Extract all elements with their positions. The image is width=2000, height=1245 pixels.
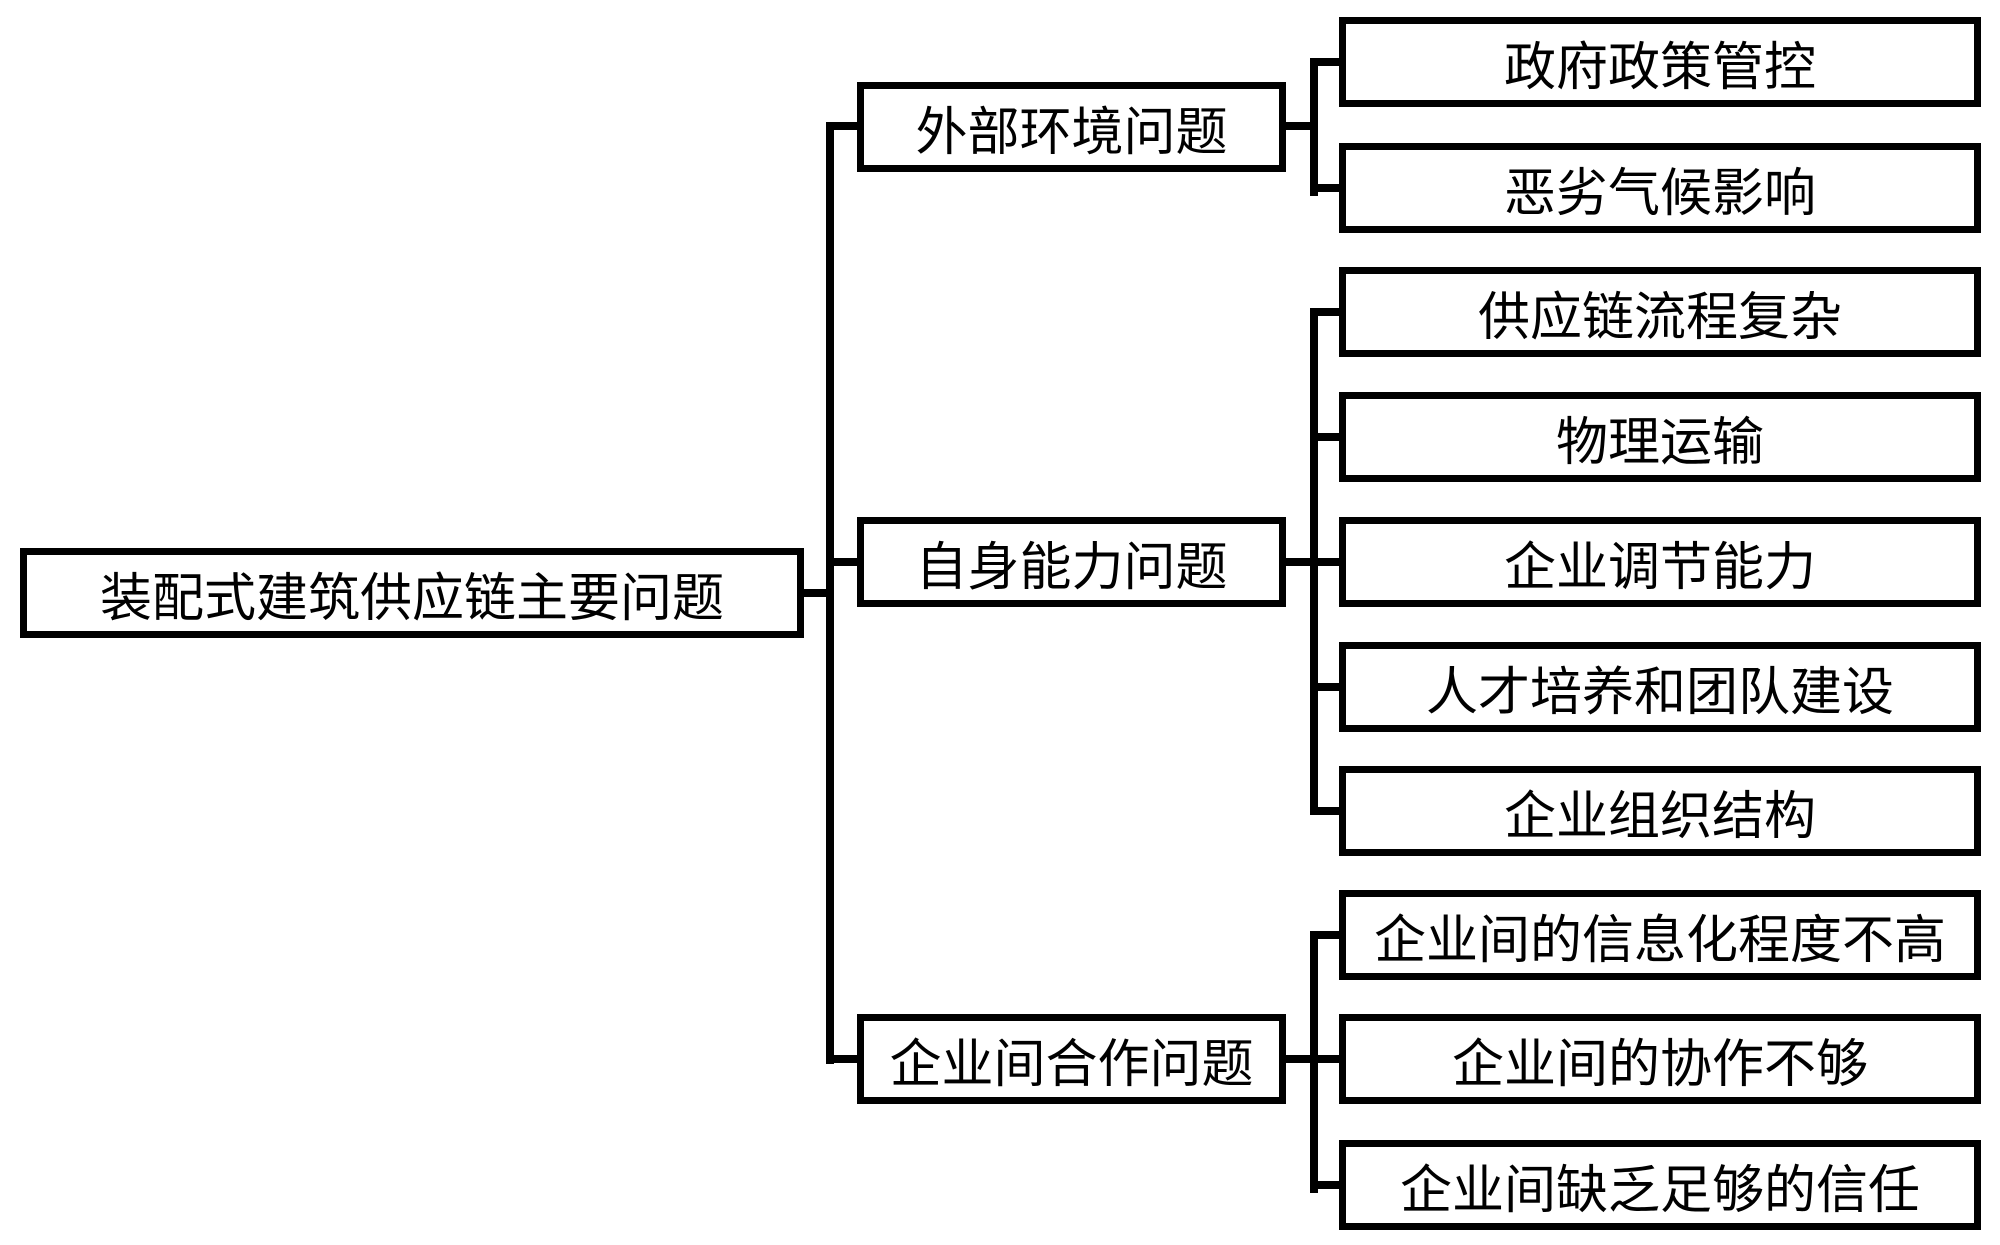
group-node-external: 外部环境问题: [857, 82, 1286, 172]
group-label: 外部环境问题: [915, 102, 1228, 163]
connector-item: [1310, 433, 1339, 441]
item-node: 人才培养和团队建设: [1339, 642, 1981, 732]
spine-group-0: [1310, 58, 1318, 196]
item-node: 恶劣气候影响: [1339, 143, 1981, 233]
connector-item: [1310, 1055, 1339, 1063]
group-node-cooperation: 企业间合作问题: [857, 1014, 1286, 1104]
connector-item: [1310, 931, 1339, 939]
connector-item: [1310, 308, 1339, 316]
item-label: 企业间的信息化程度不高: [1373, 910, 1946, 971]
item-node: 物理运输: [1339, 392, 1981, 482]
root-label: 装配式建筑供应链主要问题: [99, 568, 724, 629]
item-node: 企业调节能力: [1339, 517, 1981, 607]
connector-item: [1310, 807, 1339, 815]
item-label: 企业间的协作不够: [1451, 1034, 1868, 1095]
connector-item: [1310, 58, 1339, 66]
item-label: 政府政策管控: [1503, 37, 1816, 98]
group-label: 企业间合作问题: [889, 1034, 1254, 1095]
item-node: 企业间的信息化程度不高: [1339, 890, 1981, 980]
item-label: 恶劣气候影响: [1503, 163, 1816, 224]
item-node: 政府政策管控: [1339, 17, 1981, 107]
item-node: 企业间缺乏足够的信任: [1339, 1140, 1981, 1230]
connector-item: [1310, 1181, 1339, 1189]
item-label: 企业组织结构: [1503, 786, 1816, 847]
item-node: 企业间的协作不够: [1339, 1014, 1981, 1104]
group-node-capability: 自身能力问题: [857, 517, 1286, 607]
item-label: 物理运输: [1555, 412, 1764, 473]
connector-group-1: [826, 558, 857, 566]
connector-group-2: [826, 1055, 857, 1063]
connector-item: [1310, 558, 1339, 566]
root-node: 装配式建筑供应链主要问题: [20, 548, 804, 638]
spine-main: [826, 122, 834, 1064]
connector-group-0: [826, 122, 857, 130]
item-label: 企业间缺乏足够的信任: [1399, 1160, 1920, 1221]
connector-item: [1310, 683, 1339, 691]
connector-group-0-out: [1286, 122, 1318, 130]
item-label: 供应链流程复杂: [1477, 287, 1842, 348]
item-label: 企业调节能力: [1503, 537, 1816, 598]
connector-group-2-out: [1286, 1055, 1318, 1063]
item-node: 供应链流程复杂: [1339, 267, 1981, 357]
group-label: 自身能力问题: [915, 537, 1228, 598]
connector-root: [804, 589, 834, 597]
item-node: 企业组织结构: [1339, 766, 1981, 856]
connector-group-1-out: [1286, 558, 1318, 566]
connector-item: [1310, 184, 1339, 192]
item-label: 人才培养和团队建设: [1425, 662, 1894, 723]
